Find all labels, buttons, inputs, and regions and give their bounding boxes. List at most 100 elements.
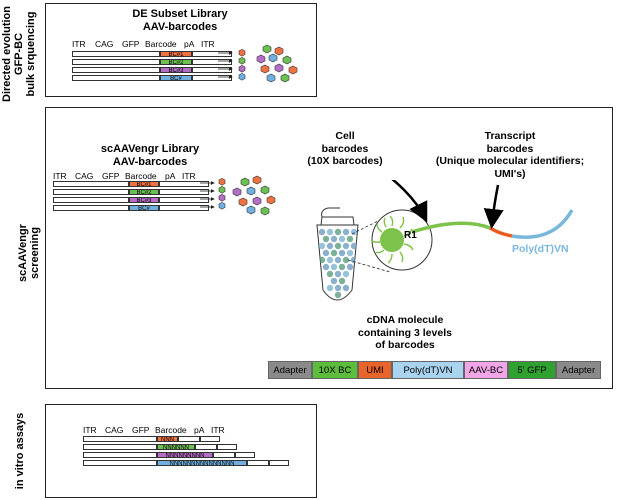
panel1-aav-capsid-icons [238, 44, 298, 83]
barcode-cell: NNNNNN [157, 444, 195, 450]
vector-tail [159, 189, 209, 195]
panel3-side-label: in vitro assays [14, 411, 26, 491]
segment-aav-bc: AAV-BC [464, 361, 508, 379]
barcode-cell: NNNNNNNNN [157, 452, 213, 458]
transcript-barcodes-line: (Unique molecular identifiers; [435, 155, 585, 167]
vector-tail [195, 444, 217, 450]
capsid-hex-icon [218, 185, 226, 194]
vector-backbone [72, 67, 160, 73]
barcode-cell: BC#3 [160, 67, 192, 73]
capsid-hex-icon [260, 185, 270, 195]
capsid-hex-icon [260, 206, 270, 216]
cdna-line: cDNA molecule [366, 314, 444, 326]
capsid-hex-icon [238, 56, 246, 65]
panel3-side-label-line: in vitro assays [14, 412, 26, 490]
segment-10x-bc: 10X BC [312, 361, 358, 379]
hdr-cag: CAG [105, 425, 124, 435]
capsid-hex-icon [246, 186, 256, 196]
panel1-side-label-line: GFP-BC [13, 32, 25, 76]
hdr-itr2: ITR [211, 425, 225, 435]
transcript-barcodes-line: barcodes [486, 142, 534, 155]
cdna-line: containing 3 levels [358, 326, 452, 339]
vector-tail [217, 444, 237, 450]
panel2-side-label-line: screening [29, 227, 41, 279]
vector-backbone [72, 51, 160, 57]
vector-tail [269, 460, 289, 466]
panel2-title: scAAVengr Library AAV-barcodes [85, 143, 215, 169]
panel2-packaging-arrows [200, 181, 215, 209]
hdr-itr: ITR [83, 425, 97, 435]
vector-backbone [53, 189, 129, 195]
segment-adapter-left: Adapter [268, 361, 312, 379]
segment-5-gfp: 5' GFP [508, 361, 556, 379]
hdr-itr: ITR [53, 171, 67, 181]
vector-tail [235, 452, 255, 458]
transcript-barcodes-line: UMI's) [494, 167, 526, 180]
cell-barcodes-line: barcodes [321, 142, 369, 155]
capsid-hex-icon [266, 195, 276, 205]
hdr-gfp: GFP [132, 425, 150, 435]
panel1-title: DE Subset Library AAV-barcodes [120, 8, 240, 34]
vector-backbone [83, 444, 157, 450]
panel1-construct: ITR CAG GFP Barcode pA ITR BC#1 BC#2 BC#… [60, 39, 240, 89]
hdr-pa: pA [165, 171, 176, 181]
cdna-line: of barcodes [375, 339, 435, 351]
bead-zoom-icon [370, 209, 433, 271]
hdr-cag: CAG [75, 171, 94, 181]
capsid-hex-icon [252, 175, 262, 185]
vector-tail [159, 205, 209, 211]
polydt-label: Poly(dT)VN [512, 243, 569, 255]
cdna-molecule-label: cDNA molecule containing 3 levels of bar… [345, 314, 465, 352]
panel-in-vitro-assays [45, 404, 317, 498]
droplet-bead-diagram [316, 180, 574, 301]
segment-umi: UMI [358, 361, 392, 379]
vector-backbone [53, 205, 129, 211]
capsid-hex-icon [256, 54, 266, 64]
capsid-hex-icon [268, 53, 278, 63]
hdr-cag: CAG [95, 39, 114, 49]
hdr-itr: ITR [72, 39, 86, 49]
capsid-hex-icon [218, 201, 226, 210]
hdr-pa: pA [184, 39, 195, 49]
oligo-strand-polyt [511, 209, 574, 239]
transcript-barcodes-label: Transcript barcodes (Unique molecular id… [420, 130, 600, 180]
vector-tail [159, 181, 209, 187]
r1-label: R1 [404, 230, 417, 241]
panel1-title-line: DE Subset Library [132, 8, 228, 20]
barcode-cell: NNNNNNNNNNNNNNN [157, 460, 247, 466]
panel2-side-label-line: scAAVengr [17, 224, 29, 282]
panel2-side-label: scAAVengr screening [17, 218, 43, 288]
barcode-cell: BC#1 [129, 181, 159, 187]
vector-tail [247, 460, 269, 466]
capsid-hex-icon [238, 48, 246, 57]
capsid-hex-icon [260, 64, 270, 74]
panel1-side-label: Directed evolution GFP-BC bulk srquencin… [1, 0, 37, 109]
panel1-title-line: AAV-barcodes [142, 21, 218, 33]
cdna-segment-bar: Adapter 10X BC UMI Poly(dT)VN AAV-BC 5' … [268, 361, 601, 379]
hdr-barcode: Barcode [155, 425, 187, 435]
capsid-hex-icon [274, 63, 284, 73]
vector-tail [200, 436, 220, 442]
barcode-cell: BC# [129, 205, 159, 211]
panel3-construct: ITR CAG GFP Barcode pA ITR NNN NNNNNN NN… [70, 425, 310, 475]
panel1-side-label-line: bulk srquencing [25, 11, 37, 97]
oligo-strand-umi [489, 226, 513, 238]
capsid-hex-icon [246, 205, 256, 215]
hdr-itr2: ITR [182, 171, 196, 181]
segment-adapter-right: Adapter [556, 361, 601, 379]
vector-backbone [53, 197, 129, 203]
cell-barcodes-label: Cell barcodes (10X barcodes) [290, 130, 400, 168]
cell-barcodes-line: Cell [335, 130, 355, 142]
capsid-hex-icon [266, 73, 276, 83]
barcode-cell: BC#2 [129, 189, 159, 195]
capsid-hex-icon [238, 64, 246, 73]
vector-backbone [83, 452, 157, 458]
capsid-hex-icon [252, 196, 262, 206]
vector-tail [178, 436, 200, 442]
vector-backbone [72, 75, 160, 81]
hdr-barcode: Barcode [125, 171, 157, 181]
capsid-hex-icon [240, 177, 250, 187]
hdr-itr2: ITR [201, 39, 215, 49]
hdr-pa: pA [194, 425, 205, 435]
hdr-gfp: GFP [122, 39, 140, 49]
